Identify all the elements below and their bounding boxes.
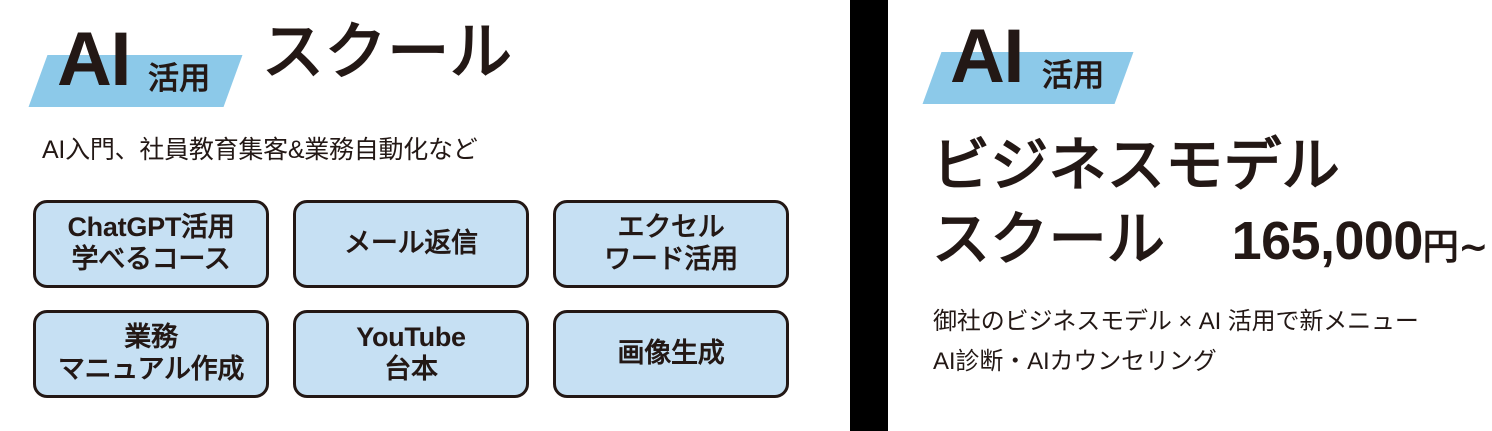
course-button-line1: ChatGPT活用: [67, 212, 235, 243]
right-title-line1: ビジネスモデル: [932, 131, 1341, 199]
price-amount: 165,000: [1231, 211, 1424, 272]
course-button-youtube-script[interactable]: YouTube 台本: [293, 310, 529, 398]
price-unit: 円~: [1422, 227, 1489, 269]
left-panel: AI 活用 スクール AI入門、社員教育集客&業務自動化など ChatGPT活用…: [28, 15, 808, 398]
left-heading: スクール: [262, 15, 513, 88]
right-title: ビジネスモデル スクール 165,000円~: [932, 128, 1488, 277]
course-button-line2: 学べるコース: [71, 244, 231, 274]
badge-ai-label: AI: [950, 14, 1024, 99]
course-button-chatgpt[interactable]: ChatGPT活用 学べるコース: [33, 200, 269, 288]
badge-kanji-label: 活用: [148, 61, 211, 97]
course-button-excel-word[interactable]: エクセル ワード活用: [553, 200, 789, 288]
badge-kanji-label: 活用: [1042, 58, 1105, 94]
course-button-line1: メール返信: [344, 228, 478, 259]
course-button-grid: ChatGPT活用 学べるコース メール返信 エクセル ワード活用 業務 マニュ…: [33, 200, 808, 398]
right-panel: AI 活用 ビジネスモデル スクール 165,000円~ 御社のビジネスモデル …: [890, 0, 1492, 431]
vertical-divider: [850, 0, 888, 431]
course-button-line2: ワード活用: [604, 244, 738, 274]
course-button-line2: 台本: [384, 354, 438, 384]
course-button-image-generation[interactable]: 画像生成: [553, 310, 789, 398]
badge-ai-label: AI: [57, 17, 131, 102]
right-desc-line2: AI診断・AIカウンセリング: [933, 348, 1217, 376]
course-button-line1: YouTube: [356, 322, 466, 353]
course-button-line2: マニュアル作成: [57, 354, 245, 384]
course-button-manual-creation[interactable]: 業務 マニュアル作成: [33, 310, 269, 398]
right-title-line2: スクール: [932, 205, 1166, 274]
course-button-line1: 画像生成: [617, 338, 725, 369]
course-button-line1: 業務: [124, 322, 178, 353]
right-title-line2-row: スクール 165,000円~: [932, 202, 1488, 277]
course-button-mail-reply[interactable]: メール返信: [293, 200, 529, 288]
left-subtitle: AI入門、社員教育集客&業務自動化など: [42, 136, 478, 164]
right-description: 御社のビジネスモデル × AI 活用で新メニュー AI診断・AIカウンセリング: [933, 302, 1419, 383]
course-button-line1: エクセル: [617, 212, 725, 243]
price-block: 165,000円~: [1231, 203, 1489, 277]
right-desc-line1: 御社のビジネスモデル × AI 活用で新メニュー: [933, 308, 1419, 335]
